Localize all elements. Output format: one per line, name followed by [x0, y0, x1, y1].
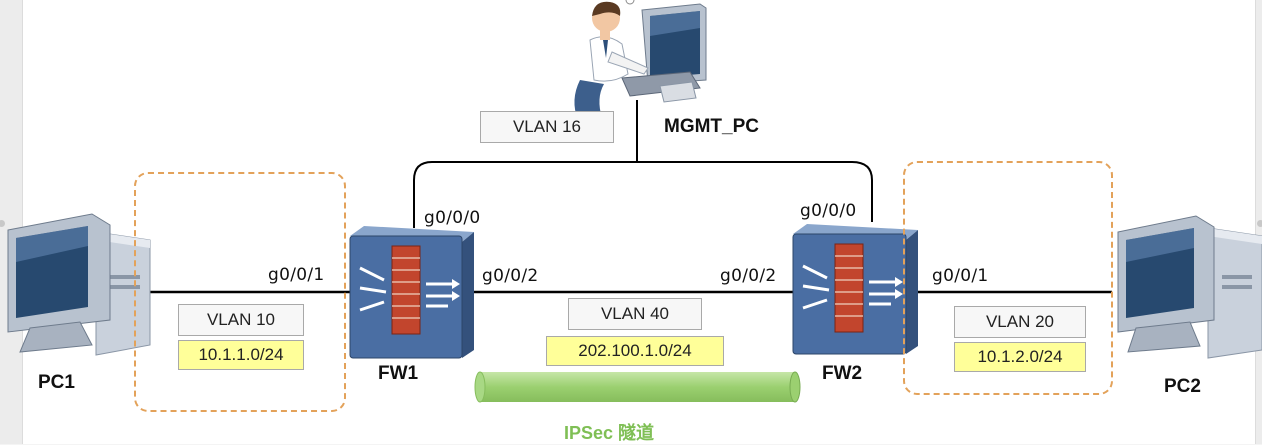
pc1-computer-icon	[7, 213, 151, 356]
vlan-middle-label: VLAN 40	[568, 298, 702, 330]
fw2-port-g001: g0/0/1	[932, 266, 989, 286]
ipsec-tunnel-icon	[474, 371, 801, 403]
vlan-right-label: VLAN 20	[954, 306, 1086, 338]
ipsec-tunnel-label: IPSec 隧道	[564, 423, 655, 443]
fw2-port-g002: g0/0/2	[720, 266, 777, 286]
fw1-port-g000: g0/0/0	[424, 208, 481, 228]
zone-left-dashed	[134, 172, 346, 412]
fw1-name: FW1	[378, 363, 419, 384]
pc2-name: PC2	[1164, 376, 1201, 397]
slide-handle-left	[0, 220, 5, 227]
subnet-left-label: 10.1.1.0/24	[178, 340, 304, 370]
fw2-name: FW2	[822, 363, 863, 384]
vlan-mgmt-label: VLAN 16	[480, 111, 614, 143]
zone-right-dashed	[903, 161, 1113, 395]
fw1-port-g002: g0/0/2	[482, 266, 539, 286]
left-margin-strip	[0, 0, 23, 444]
link-mgmt-bus	[413, 161, 873, 228]
fw2-firewall-icon	[792, 224, 918, 355]
subnet-middle-label: 202.100.1.0/24	[546, 336, 724, 366]
fw1-firewall-icon	[349, 226, 474, 359]
fw2-port-g000: g0/0/0	[800, 201, 857, 221]
fw1-port-g001: g0/0/1	[268, 265, 325, 285]
subnet-right-label: 10.1.2.0/24	[954, 342, 1086, 372]
pc2-computer-icon	[1117, 215, 1262, 359]
mgmt-pc-user-icon	[574, 0, 707, 120]
pc1-name: PC1	[38, 372, 75, 393]
slide-handle-right	[1257, 220, 1262, 227]
vlan-left-label: VLAN 10	[178, 304, 304, 336]
mgmt-pc-name: MGMT_PC	[664, 116, 759, 137]
